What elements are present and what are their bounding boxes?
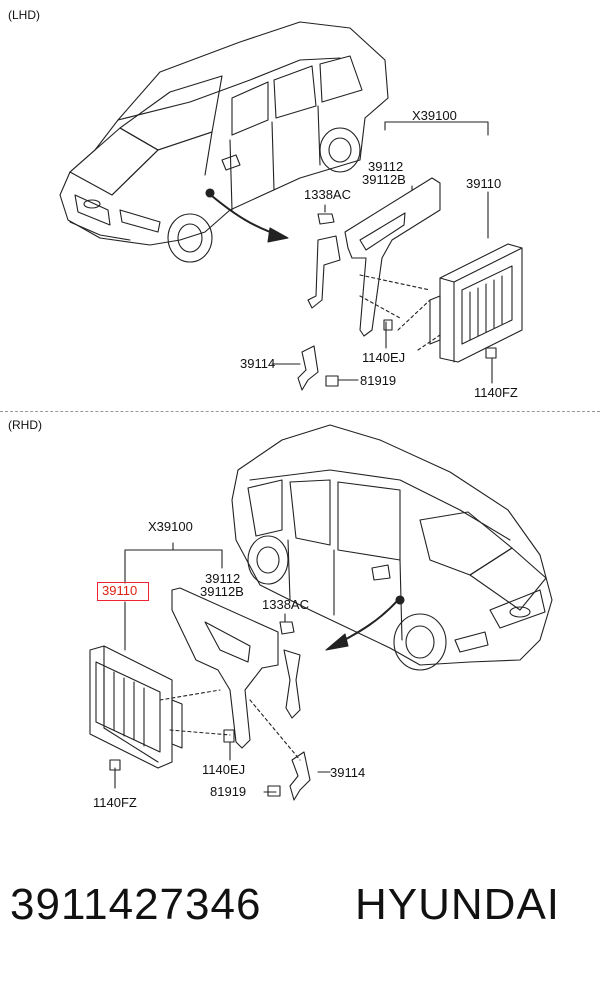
rhd-label-bracket-b[interactable]: 39112B <box>200 584 244 599</box>
lhd-label-assembly[interactable]: X39100 <box>412 108 457 123</box>
lhd-label-nut[interactable]: 1338AC <box>304 187 351 202</box>
rhd-vehicle-drawing <box>231 424 553 671</box>
lhd-label-bracket-b[interactable]: 39112B <box>362 172 406 187</box>
lhd-section-title: (LHD) <box>8 8 40 22</box>
rhd-label-ecu[interactable]: 39110 <box>102 583 138 598</box>
rhd-label-screw[interactable]: 81919 <box>210 784 247 799</box>
rhd-label-assembly[interactable]: X39100 <box>148 519 193 534</box>
rhd-label-bolt-fz[interactable]: 1140FZ <box>93 795 137 810</box>
lhd-label-ecu[interactable]: 39110 <box>466 176 502 191</box>
rhd-label-bracket-a[interactable]: 39112 <box>205 571 241 586</box>
lhd-parts-drawing <box>271 121 523 391</box>
lhd-vehicle-drawing <box>59 21 389 263</box>
section-divider <box>0 411 600 412</box>
rhd-parts-drawing <box>89 542 331 801</box>
rhd-label-nut[interactable]: 1338AC <box>262 597 309 612</box>
rhd-section-title: (RHD) <box>8 418 42 432</box>
lhd-label-bracket-a[interactable]: 39112 <box>368 159 404 174</box>
rhd-label-bolt-ej[interactable]: 1140EJ <box>202 762 246 777</box>
lhd-label-screw[interactable]: 81919 <box>360 373 397 388</box>
lhd-label-clip[interactable]: 39114 <box>240 356 276 371</box>
lhd-label-bolt-ej[interactable]: 1140EJ <box>362 350 406 365</box>
footer-brand: HYUNDAI <box>355 880 561 929</box>
lhd-label-bolt-fz[interactable]: 1140FZ <box>474 385 518 400</box>
footer-part-number: 3911427346 <box>10 880 262 929</box>
rhd-label-clip[interactable]: 39114 <box>330 765 366 780</box>
rhd-ecu-highlight-box <box>97 582 149 601</box>
